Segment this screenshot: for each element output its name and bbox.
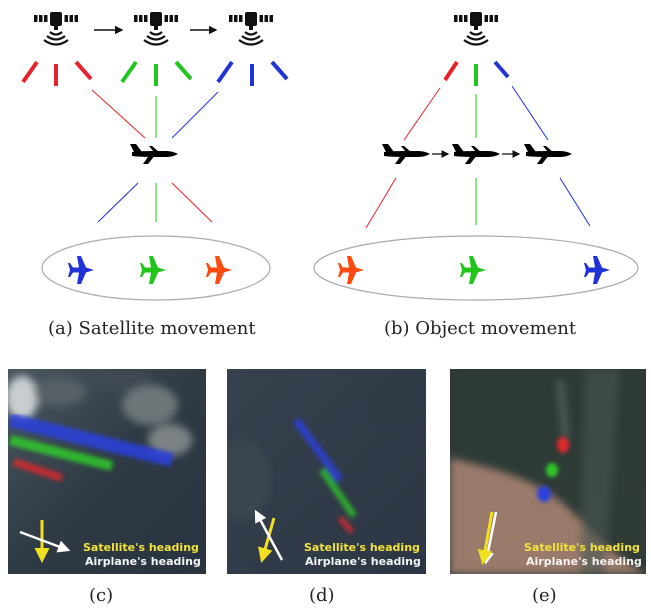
legend-satellite-heading: Satellite's heading [304, 541, 420, 554]
satellite-image-d [227, 369, 426, 574]
airplane-icon [460, 256, 486, 284]
legend-satellite-heading: Satellite's heading [524, 541, 640, 554]
caption-c: (c) [89, 585, 114, 606]
satellite-icon [227, 10, 275, 46]
caption-b: (b) Object movement [384, 318, 577, 339]
satellite-image-e [450, 369, 646, 574]
caption-a: (a) Satellite movement [48, 318, 256, 339]
satellite-icon [132, 10, 180, 46]
satellite-icon [32, 10, 80, 46]
legend-airplane-heading: Airplane's heading [85, 555, 201, 568]
legend-airplane-heading: Airplane's heading [526, 555, 642, 568]
airplane-heading-arrow [254, 509, 284, 561]
beam-stubs [21, 60, 289, 86]
airplane-icon [452, 144, 500, 164]
projection-lines [91, 89, 219, 223]
beam-stubs [443, 60, 510, 86]
satellite-image-c [8, 369, 206, 574]
airplane-icon [68, 256, 94, 284]
satellite-heading-arrow [258, 517, 276, 563]
airplane-icon [382, 144, 430, 164]
airplane-icon [130, 144, 178, 164]
panel-a-satellite-movement [21, 10, 289, 301]
image-footprint-ellipse [313, 235, 639, 301]
airplane-icon [338, 256, 364, 284]
airplane-icon [524, 144, 572, 164]
airplane-icon [584, 256, 610, 284]
image-footprint-ellipse [41, 235, 271, 301]
satellite-heading-arrow [477, 511, 494, 565]
legend-satellite-heading: Satellite's heading [83, 541, 199, 554]
projection-lines [365, 85, 591, 229]
airplane-icon [206, 256, 232, 284]
caption-d: (d) [309, 585, 335, 606]
airplane-icon [140, 256, 166, 284]
satellite-icon [452, 10, 500, 46]
airplane-heading-arrow [19, 530, 71, 553]
panel-b-object-movement [313, 10, 639, 301]
legend-airplane-heading: Airplane's heading [305, 555, 421, 568]
caption-e: (e) [532, 585, 557, 606]
